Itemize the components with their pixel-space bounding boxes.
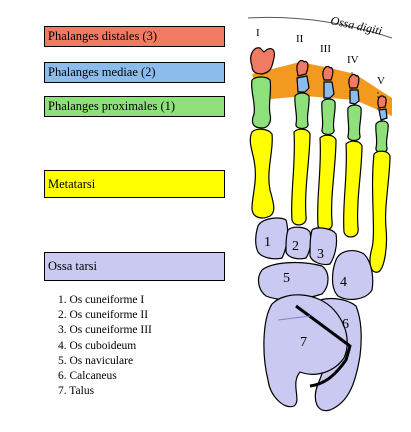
legend-phalanges-mediae: Phalanges mediae (2)	[44, 62, 225, 83]
legend-label-phalanges-proximales: Phalanges proximales (1)	[48, 99, 176, 113]
bone-number-3: 3	[317, 247, 324, 262]
proximal-phalanx-II	[294, 92, 310, 130]
key-item: 3. Os cuneiforme III	[58, 324, 152, 337]
os-cuboideum	[331, 250, 374, 300]
toe-label-II: II	[296, 33, 304, 45]
bone-number-2: 2	[292, 239, 299, 254]
middle-phalanx-II	[296, 75, 310, 93]
legend-label-metatarsi: Metatarsi	[48, 176, 96, 191]
legend-ossa-tarsi: Ossa tarsi	[44, 252, 225, 281]
os-cuneiforme-II	[285, 226, 312, 260]
bone-number-6: 6	[342, 317, 349, 332]
os-cuneiforme-III	[309, 227, 338, 266]
proximal-phalanx-V	[375, 120, 389, 154]
distal-phalanx-I	[250, 47, 275, 75]
distal-phalanx-II	[296, 59, 309, 77]
toe-label-IV: IV	[347, 54, 359, 66]
bone-number-5: 5	[283, 271, 290, 286]
os-naviculare	[257, 261, 329, 301]
toe-label-I: I	[256, 27, 260, 39]
middle-phalanx-IV	[349, 89, 360, 105]
key-item: 7. Talus	[58, 385, 95, 398]
legend-label-phalanges-distales: Phalanges distales (3)	[48, 29, 158, 43]
legend-phalanges-distales: Phalanges distales (3)	[44, 26, 225, 47]
talus-outline	[295, 304, 352, 388]
os-cuneiforme-I	[255, 217, 289, 260]
proximal-phalanx-IV	[347, 104, 362, 142]
proximal-phalanx-I	[250, 76, 272, 129]
key-item: 1. Os cuneiforme I	[58, 294, 145, 306]
middle-phalanx-V	[378, 108, 388, 121]
bone-number-1: 1	[264, 235, 271, 250]
key-item: 6. Calcaneus	[58, 370, 117, 383]
key-item: 4. Os cuboideum	[58, 339, 137, 352]
proximal-phalanx-III	[321, 98, 336, 136]
legend-phalanges-proximales: Phalanges proximales (1)	[44, 96, 225, 117]
talus	[263, 294, 348, 408]
metatarsal-V	[369, 150, 391, 273]
legend-label-ossa-tarsi: Ossa tarsi	[48, 259, 97, 273]
talus-inner-line	[277, 315, 311, 321]
ossa-digiti-arc	[247, 16, 393, 39]
key-item: 5. Os naviculare	[58, 354, 134, 367]
bone-number-7: 7	[300, 335, 307, 350]
ossa-digiti-label: Ossa digiti	[329, 13, 383, 38]
toe-label-III: III	[320, 43, 331, 55]
distal-phalanx-V	[377, 95, 387, 109]
key-item: 2. Os cuneiforme II	[58, 309, 149, 322]
distal-phalanx-III	[322, 65, 334, 81]
toe-label-V: V	[377, 75, 385, 87]
legend-metatarsi: Metatarsi	[44, 170, 225, 198]
metatarsal-I	[249, 128, 275, 219]
metatarsal-IV	[343, 140, 363, 238]
legend-label-phalanges-mediae: Phalanges mediae (2)	[48, 65, 156, 79]
bone-key-list: 1. Os cuneiforme I 2. Os cuneiforme II 3…	[58, 293, 152, 399]
distal-phalanx-IV	[348, 73, 360, 89]
bone-number-4: 4	[340, 275, 347, 290]
middle-phalanx-III	[323, 81, 335, 99]
metatarsal-II	[291, 128, 311, 226]
metatarsal-III	[317, 134, 337, 231]
